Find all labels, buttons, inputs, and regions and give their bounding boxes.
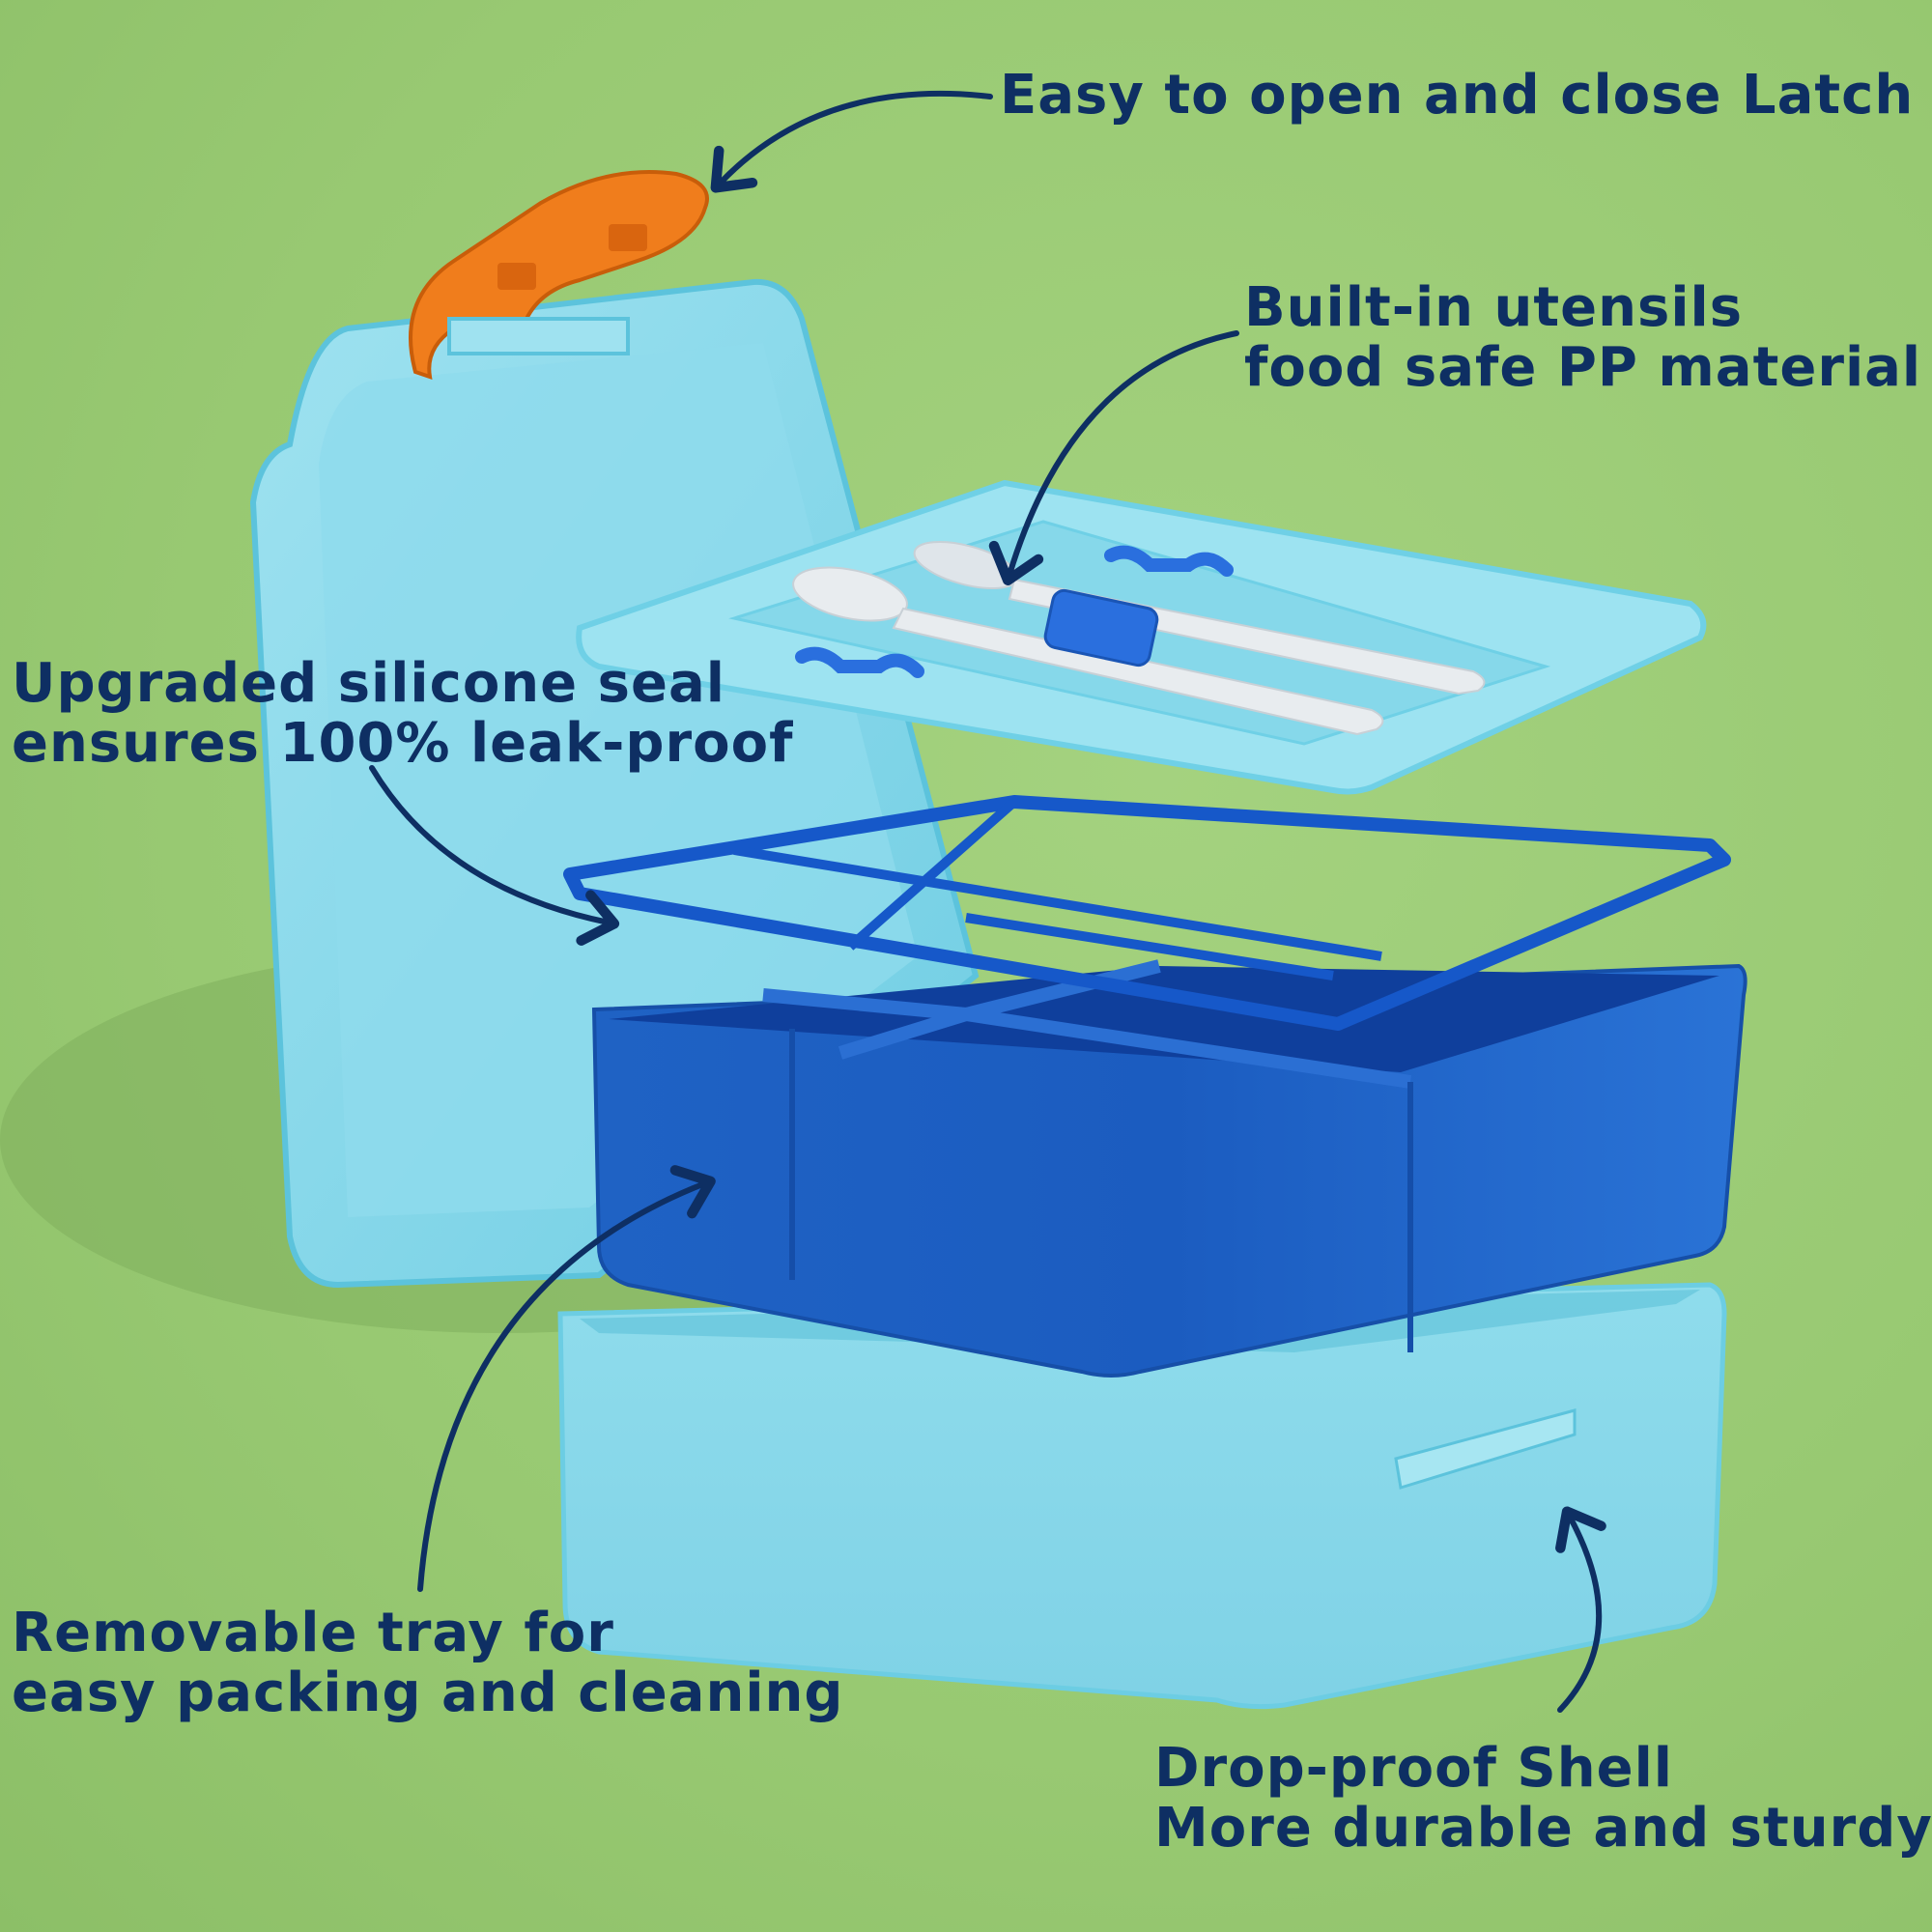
utensils-arrow — [988, 330, 1239, 585]
callout-latch: Easy to open and close Latch — [1000, 66, 1914, 126]
callout-seal-line2: ensures 100% leak-proof — [12, 712, 794, 775]
tray-arrow — [417, 1165, 716, 1592]
callout-tray-line1: Removable tray for — [12, 1602, 614, 1664]
latch-arrow — [710, 90, 993, 193]
callout-shell-line1: Drop-proof Shell — [1154, 1737, 1673, 1800]
callout-shell-line2: More durable and sturdy — [1154, 1797, 1932, 1860]
callout-shell: Drop-proof Shell More durable and sturdy — [1154, 1739, 1932, 1859]
callout-seal: Upgraded silicone seal ensures 100% leak… — [12, 654, 793, 774]
utensil-lid — [576, 479, 1707, 795]
latch-clip — [409, 170, 709, 380]
seal-arrow — [369, 765, 620, 946]
callout-utensils-line2: food safe PP material — [1244, 336, 1922, 399]
callout-tray: Removable tray for easy packing and clea… — [12, 1604, 843, 1723]
shell-arrow — [1555, 1506, 1606, 1713]
callout-utensils-line1: Built-in utensils — [1244, 276, 1744, 339]
callout-seal-line1: Upgraded silicone seal — [12, 652, 725, 715]
callout-tray-line2: easy packing and cleaning — [12, 1662, 844, 1724]
callout-latch-line1: Easy to open and close Latch — [1000, 64, 1915, 127]
removable-tray — [591, 959, 1747, 1378]
callout-utensils: Built-in utensils food safe PP material — [1244, 278, 1921, 398]
